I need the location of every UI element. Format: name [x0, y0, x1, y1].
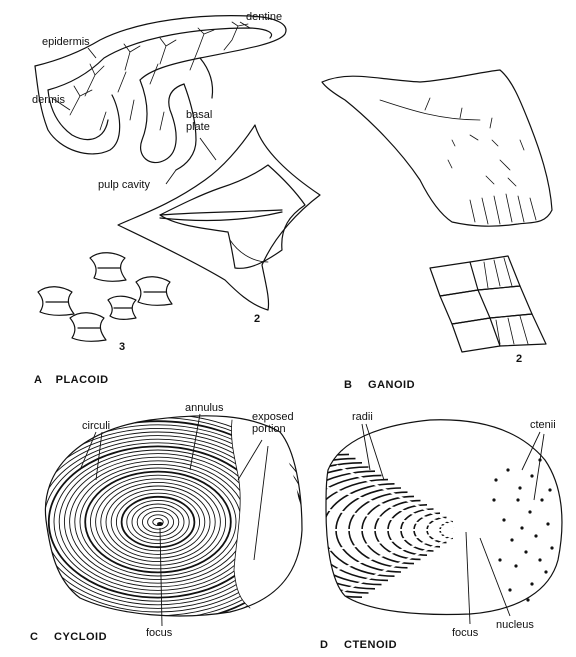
label-basal-plate: basal plate [186, 109, 215, 133]
ganoid-scales-overlapping [430, 256, 546, 352]
label-exposed-portion: exposed portion [252, 411, 297, 435]
ctenius [530, 582, 533, 585]
radius-groove [359, 448, 466, 530]
label-pulp-cavity: pulp cavity [98, 179, 150, 191]
circulus-ring [132, 504, 184, 540]
circulus-ring [96, 479, 221, 565]
ctenius [510, 538, 513, 541]
label-basal-plate-line-1: basal [186, 109, 212, 121]
ctenius [492, 498, 495, 501]
ctenius [514, 564, 517, 567]
circulus-ring [59, 454, 257, 591]
circulus-ring [111, 490, 205, 555]
panel-c-letter: C [30, 631, 38, 643]
ctenius [518, 486, 521, 489]
panel-a-title: PLACOID [56, 374, 109, 386]
ctenius [530, 474, 533, 477]
ctenius [494, 478, 497, 481]
panel-d-caption: D CTENOID [320, 639, 397, 651]
ctenius [498, 558, 501, 561]
radius-groove [320, 530, 466, 575]
circulus-ring [116, 493, 199, 551]
label-circuli: circuli [82, 420, 110, 432]
label-radii: radii [352, 411, 373, 423]
ctenius [546, 522, 549, 525]
label-focus-d: focus [452, 627, 479, 639]
ctenius [516, 498, 519, 501]
label-annulus: annulus [185, 402, 224, 414]
panel-c-title: CYCLOID [54, 631, 107, 643]
ganoid-scale-large [322, 70, 552, 226]
circulus-ring [75, 464, 241, 579]
panel-b-letter: B [344, 379, 352, 391]
ctenius [528, 510, 531, 513]
panel-d-letter: D [320, 639, 328, 651]
circulus-ring [80, 468, 236, 576]
panel-b-title: GANOID [368, 379, 415, 391]
panel-c-cycloid: circuli annulus exposed portion focus C … [2, 402, 314, 643]
label-ctenii: ctenii [530, 419, 556, 431]
label-exposed-line-1: exposed [252, 411, 294, 423]
label-dermis: dermis [32, 94, 66, 106]
ctenius [526, 598, 529, 601]
ctenius [544, 570, 547, 573]
label-exposed-line-2: portion [252, 423, 286, 435]
ctenius [524, 550, 527, 553]
placoid-denticle-cluster [38, 253, 172, 342]
ctenius [502, 518, 505, 521]
radius-groove [359, 530, 466, 612]
label-dentine: dentine [246, 11, 282, 23]
ctenius [506, 468, 509, 471]
ctenii-spines [492, 458, 553, 601]
ctenius [520, 526, 523, 529]
label-focus-c: focus [146, 627, 173, 639]
ctenius [538, 558, 541, 561]
placoid-denticle-large [118, 125, 320, 310]
panel-b-ganoid: 2 B GANOID [322, 70, 552, 391]
panel-c-caption: C CYCLOID [30, 631, 107, 643]
circulus-ring [101, 482, 215, 561]
ctenius [540, 498, 543, 501]
panel-b-caption: B GANOID [344, 379, 415, 391]
panel-a-caption: A PLACOID [34, 374, 109, 386]
circulus-ring [148, 515, 169, 529]
ctenius [548, 488, 551, 491]
radius-groove [320, 485, 466, 530]
ctenius [534, 534, 537, 537]
panel-d-title: CTENOID [344, 639, 397, 651]
circulus-ring [85, 472, 231, 573]
label-epidermis: epidermis [42, 36, 90, 48]
cycloid-scale [2, 414, 314, 630]
panel-a-letter: A [34, 374, 42, 386]
panel-a-placoid: epidermis dentine dermis basal plate pul… [32, 11, 320, 386]
ctenius [508, 588, 511, 591]
circulus-ring [127, 500, 189, 543]
figure-number-b2: 2 [516, 353, 522, 365]
circulus-ring [137, 508, 179, 537]
ctenius [550, 546, 553, 549]
label-basal-plate-line-2: plate [186, 121, 210, 133]
figure-number-a2: 2 [254, 313, 260, 325]
circulus-ring [64, 457, 251, 587]
label-nucleus: nucleus [496, 619, 534, 631]
figure-number-a3: 3 [119, 341, 125, 353]
